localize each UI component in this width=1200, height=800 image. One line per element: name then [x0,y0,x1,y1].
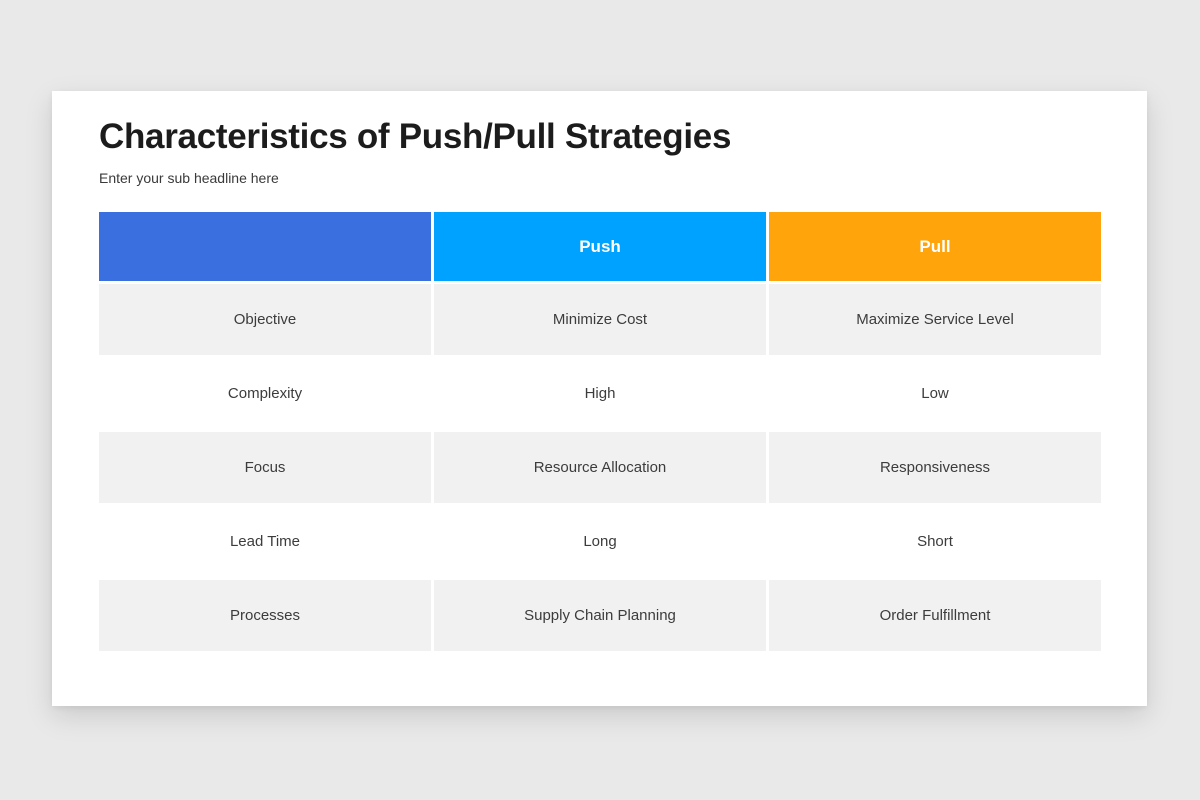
table-cell-push: Supply Chain Planning [434,580,766,652]
table-cell-attribute: Complexity [99,358,431,430]
page-subtitle: Enter your sub headline here [99,170,279,187]
table-cell-push: Minimize Cost [434,284,766,356]
table-cell-attribute: Lead Time [99,506,431,578]
table-header-cell-push: Push [434,212,766,282]
table-cell-pull: Low [769,358,1101,430]
table-cell-push: Resource Allocation [434,432,766,504]
table-cell-pull: Short [769,506,1101,578]
slide-content: Characteristics of Push/Pull Strategies … [99,116,1101,652]
table-cell-pull: Order Fulfillment [769,580,1101,652]
table-cell-attribute: Focus [99,432,431,504]
slide-card: Characteristics of Push/Pull Strategies … [52,91,1147,706]
table-cell-pull: Maximize Service Level [769,284,1101,356]
page-title: Characteristics of Push/Pull Strategies [99,117,732,156]
table-cell-attribute: Processes [99,580,431,652]
table-cell-pull: Responsiveness [769,432,1101,504]
table-cell-push: Long [434,506,766,578]
table-header-cell-pull: Pull [769,212,1101,282]
table-header-cell-attribute [99,212,431,282]
table-cell-push: High [434,358,766,430]
table-cell-attribute: Objective [99,284,431,356]
